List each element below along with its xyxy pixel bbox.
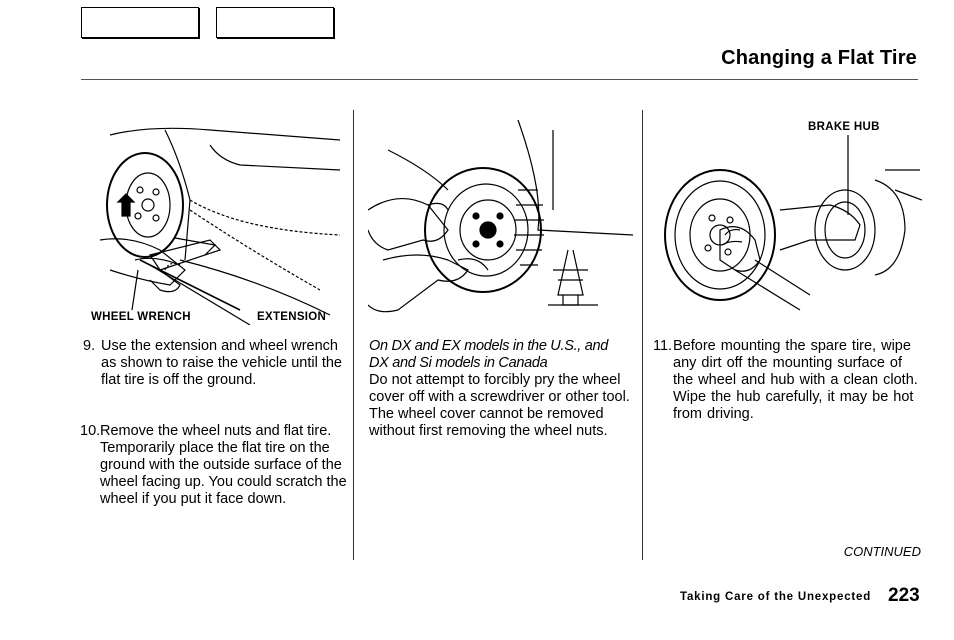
nav-button-2[interactable]	[216, 7, 334, 38]
column-divider	[642, 110, 643, 560]
wheel-cover-text: Do not attempt to forcibly pry the wheel…	[369, 372, 630, 439]
step-text: Use the extension and wheel wrench as sh…	[101, 338, 342, 388]
continued-label: CONTINUED	[843, 544, 921, 559]
section-title: Taking Care of the Unexpected	[680, 591, 872, 603]
model-applicability-line-2: DX and Si models in Canada	[369, 355, 548, 371]
jack-raising-illustration	[99, 127, 340, 325]
extension-label: EXTENSION	[257, 311, 327, 323]
step-text: Remove the wheel nuts and flat tire. Tem…	[100, 423, 347, 507]
step-10: 10. Remove the wheel nuts and flat tire.…	[80, 423, 350, 508]
column-divider	[353, 110, 354, 560]
tire-removal-illustration	[368, 119, 633, 313]
step-number: 10.	[80, 423, 101, 439]
step-9: 9. Use the extension and wheel wrench as…	[83, 338, 345, 389]
page-title: Changing a Flat Tire	[721, 47, 917, 69]
step-number: 9.	[83, 338, 96, 354]
model-applicability-line-1: On DX and EX models in the U.S., and	[369, 338, 609, 354]
step-11: 11. Before mounting the spare tire, wipe…	[653, 338, 918, 423]
brake-hub-label: BRAKE HUB	[808, 121, 880, 133]
step-number: 11.	[653, 338, 673, 354]
step-text: Before mounting the spare tire, wipe any…	[673, 338, 918, 422]
hub-cleaning-illustration	[664, 135, 922, 311]
header-rule	[81, 79, 918, 80]
nav-button-1[interactable]	[81, 7, 199, 38]
page-number: 223	[888, 585, 920, 606]
wheel-cover-note: On DX and EX models in the U.S., and DX …	[369, 338, 635, 440]
wheel-wrench-label: WHEEL WRENCH	[91, 311, 191, 323]
